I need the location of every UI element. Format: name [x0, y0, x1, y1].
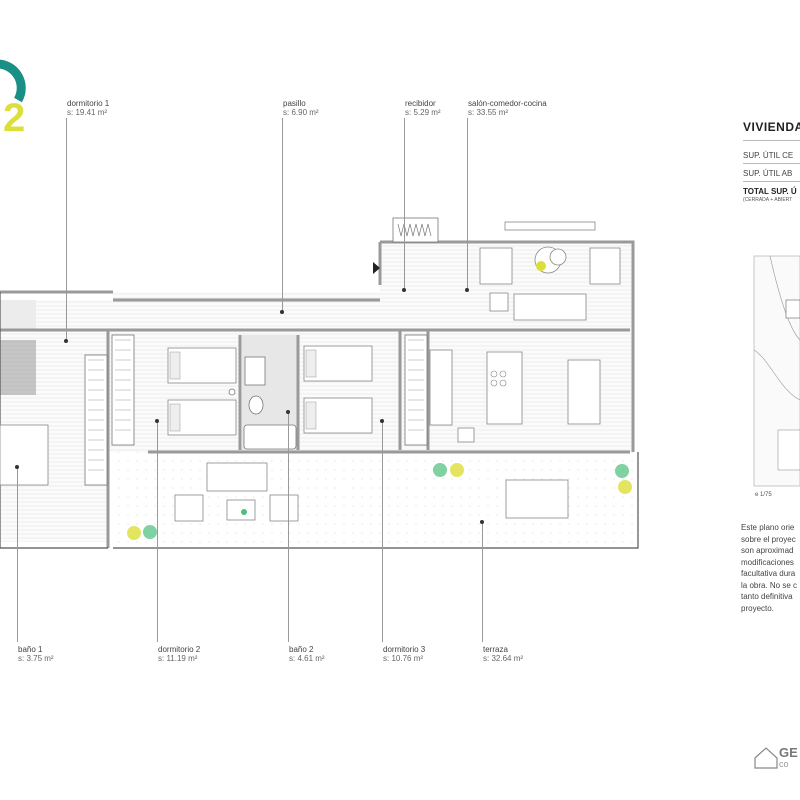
terrace-furniture	[174, 462, 569, 522]
dormitorio3-marker	[380, 419, 384, 423]
kitchen-dining	[429, 349, 601, 443]
walls	[0, 240, 635, 548]
pasillo-marker	[280, 310, 284, 314]
home-logo-icon	[754, 747, 778, 769]
shaft	[0, 340, 36, 395]
dormitorio2-marker	[155, 419, 159, 423]
disclaimer-note: Este plano orie sobre el proyec son apro…	[741, 523, 798, 613]
panel-row-util-cerrada: SUP. ÚTIL CE	[743, 151, 794, 160]
panel-total-sub: (CERRADA + ABIERT	[743, 197, 793, 203]
unit-number: 2	[3, 96, 25, 140]
living-room-furniture	[479, 221, 621, 321]
bano1-marker	[15, 465, 19, 469]
panel-total: TOTAL SUP. Ú	[743, 187, 797, 196]
company-logo-text: GE	[779, 745, 798, 760]
salon-marker	[465, 288, 469, 292]
dormitorio1-marker	[64, 339, 68, 343]
location-thumbnail	[753, 255, 800, 487]
recibidor-marker	[402, 288, 406, 292]
terraza-marker	[480, 520, 484, 524]
panel-row-util-abierta: SUP. ÚTIL AB	[743, 169, 793, 178]
scale-label: e 1/75	[755, 492, 772, 498]
company-logo-sub: co	[779, 759, 789, 769]
stair-landing	[0, 300, 36, 330]
panel-title: VIVIENDA	[743, 120, 800, 134]
bathroom-fixtures	[228, 356, 297, 450]
bano2-marker	[286, 410, 290, 414]
plant-icons	[127, 463, 632, 540]
unit-number-logo: 2	[0, 59, 26, 140]
entrance-arrow-icon	[373, 262, 380, 274]
